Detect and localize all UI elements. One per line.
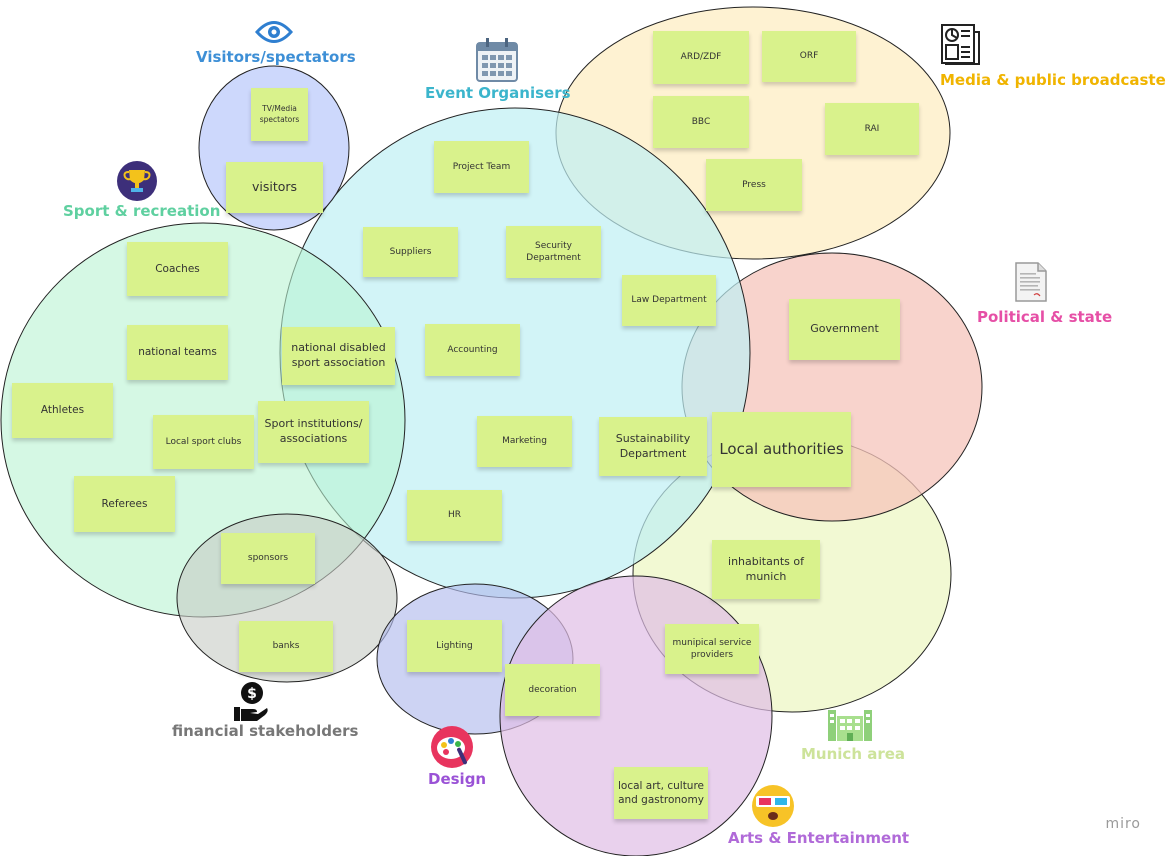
sticky-note-suppliers[interactable]: Suppliers xyxy=(363,227,458,277)
sticky-note-decoration[interactable]: decoration xyxy=(505,664,600,716)
sticky-note-security[interactable]: Security Department xyxy=(506,226,601,278)
event-organisers-group-title: Event Organisers xyxy=(425,84,571,102)
visitors-group-title: Visitors/spectators xyxy=(196,48,356,66)
sport-group-title: Sport & recreation xyxy=(63,202,221,220)
arts-group-title: Arts & Entertainment xyxy=(728,829,910,847)
financial-group-title: financial stakeholders xyxy=(172,722,359,740)
sticky-note-local-art[interactable]: local art, culture and gastronomy xyxy=(614,767,708,819)
sticky-note-accounting[interactable]: Accounting xyxy=(425,324,520,376)
trophy-icon xyxy=(116,160,158,206)
building-icon xyxy=(827,706,873,746)
sticky-note-orf[interactable]: ORF xyxy=(762,31,856,82)
sticky-note-sport-institutions[interactable]: Sport institutions/ associations xyxy=(258,401,369,463)
sticky-note-press[interactable]: Press xyxy=(706,159,802,211)
sticky-note-banks[interactable]: banks xyxy=(239,621,333,672)
calendar-icon xyxy=(476,38,518,86)
eye-icon xyxy=(254,17,294,51)
sticky-note-hr[interactable]: HR xyxy=(407,490,502,541)
svg-text:$: $ xyxy=(247,686,257,702)
3d-glasses-icon xyxy=(751,784,795,832)
sticky-note-athletes[interactable]: Athletes xyxy=(12,383,113,438)
sticky-note-national-disabled[interactable]: national disabled sport association xyxy=(282,327,395,385)
media-group-title: Media & public broadcasters xyxy=(940,71,1167,89)
sticky-note-national-teams[interactable]: national teams xyxy=(127,325,228,380)
sticky-note-visitors[interactable]: visitors xyxy=(226,162,323,213)
political-group-title: Political & state xyxy=(977,308,1113,326)
palette-icon xyxy=(430,725,474,773)
sticky-note-marketing[interactable]: Marketing xyxy=(477,416,572,467)
sticky-note-project-team[interactable]: Project Team xyxy=(434,141,529,193)
document-icon xyxy=(1014,261,1048,307)
sticky-note-local-authorities[interactable]: Local authorities xyxy=(712,412,851,487)
newspaper-icon xyxy=(941,24,981,70)
sticky-note-sponsors[interactable]: sponsors xyxy=(221,533,315,584)
sticky-note-coaches[interactable]: Coaches xyxy=(127,242,228,296)
sticky-note-bbc[interactable]: BBC xyxy=(653,96,749,148)
sticky-note-tv-media[interactable]: TV/Media spectators xyxy=(251,88,308,141)
design-group-title: Design xyxy=(428,770,487,788)
sticky-note-municipal-service[interactable]: munipical service providers xyxy=(665,624,759,674)
munich-group-title: Munich area xyxy=(801,745,906,763)
money-hand-icon: $ xyxy=(233,681,269,727)
sticky-note-inhabitants[interactable]: inhabitants of munich xyxy=(712,540,820,599)
sticky-note-referees[interactable]: Referees xyxy=(74,476,175,532)
sticky-note-government[interactable]: Government xyxy=(789,299,900,360)
sticky-note-law[interactable]: Law Department xyxy=(622,275,716,326)
miro-logo: miro xyxy=(1105,816,1141,832)
sticky-note-lighting[interactable]: Lighting xyxy=(407,620,502,672)
sticky-note-ard-zdf[interactable]: ARD/ZDF xyxy=(653,31,749,84)
sticky-note-local-sport-clubs[interactable]: Local sport clubs xyxy=(153,415,254,469)
sticky-note-sustainability[interactable]: Sustainability Department xyxy=(599,417,707,476)
sticky-note-rai[interactable]: RAI xyxy=(825,103,919,155)
